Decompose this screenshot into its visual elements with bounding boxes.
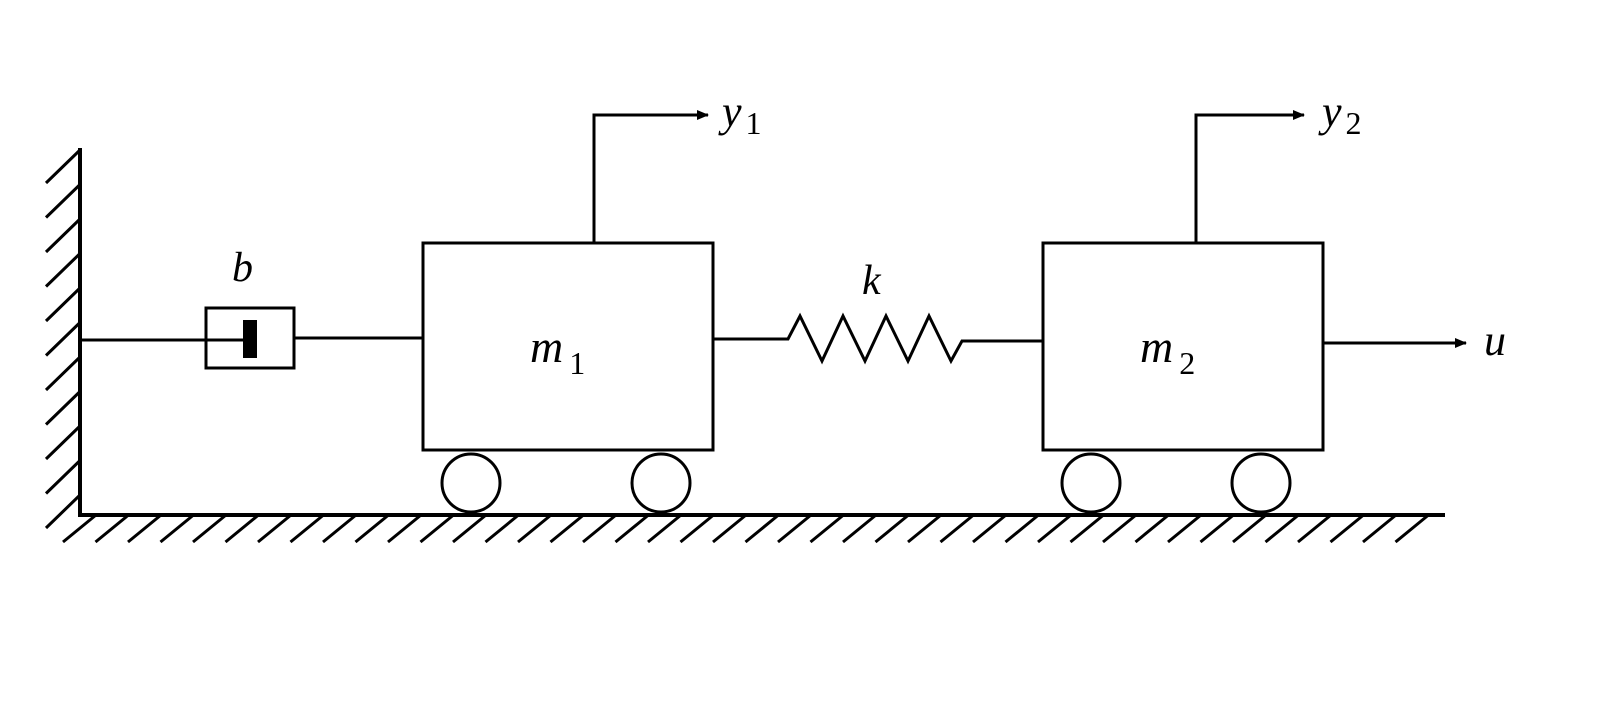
wall-hatch-line (44, 390, 82, 426)
mass-2-block (1041, 241, 1325, 452)
ground-hatch-line (484, 513, 520, 544)
ground-hatch-line (354, 513, 390, 544)
ground-hatch-line (127, 513, 162, 544)
ground-hatch-line (777, 513, 812, 544)
ground-hatch-line (842, 513, 877, 544)
mass-1-block (421, 241, 715, 452)
ground-hatch-line (387, 513, 422, 544)
ground-hatch-line (1102, 513, 1137, 544)
ground-hatch-line (62, 513, 97, 544)
ground-hatch-line (1167, 513, 1202, 544)
ground-hatch-line (939, 513, 975, 544)
ground-hatch-line (1394, 513, 1430, 544)
ground-hatch-line (1199, 513, 1235, 544)
damper-piston (243, 320, 257, 358)
ground-hatch-line (614, 513, 650, 544)
ground-hatch-line (1329, 513, 1365, 544)
ground-hatch-line (224, 513, 260, 544)
mass-1-right-wheel (630, 452, 692, 514)
mass-2-left-wheel (1060, 452, 1122, 514)
ground-hatch-line (94, 513, 130, 544)
ground-hatch-line (972, 513, 1007, 544)
ground-hatch-line (1037, 513, 1072, 544)
ground (62, 513, 1445, 544)
ground-hatch-line (1069, 513, 1105, 544)
spring-coil (713, 312, 1043, 365)
ground-hatch-line (679, 513, 715, 544)
wall-hatch-line (44, 286, 82, 323)
wall-hatching (44, 148, 82, 530)
ground-hatch-line (322, 513, 357, 544)
ground-hatch-line (289, 513, 325, 544)
ground-hatch-line (907, 513, 942, 544)
input-u-arrow: u (1323, 316, 1506, 365)
wall-hatch-line (44, 252, 82, 288)
wall-hatch-line (44, 321, 82, 357)
wall-hatch-line (44, 217, 82, 254)
ground-hatch-line (452, 513, 487, 544)
ground-hatch-line (1264, 513, 1300, 544)
mass-2-right-wheel (1230, 452, 1292, 514)
ground-hatch-line (744, 513, 780, 544)
ground-hatch-line (582, 513, 617, 544)
ground-hatch-line (1134, 513, 1170, 544)
ground-hatch-line (874, 513, 910, 544)
ground-hatch-line (1004, 513, 1040, 544)
wall-hatch-line (44, 459, 82, 495)
ground-hatch-line (1232, 513, 1267, 544)
ground-hatch-line (192, 513, 227, 544)
mass-1-left-wheel (440, 452, 502, 514)
damper-cylinder-left (204, 306, 230, 370)
wall-hatch-line (44, 183, 82, 219)
wall-hatch-line (44, 148, 82, 185)
ground-hatch-line (1297, 513, 1332, 544)
spring: k (713, 258, 1043, 365)
damper-label: b (232, 245, 253, 291)
wall-hatch-line (44, 424, 82, 461)
ground-hatch-line (549, 513, 585, 544)
ground-hatch-line (647, 513, 682, 544)
ground-hatch-line (517, 513, 552, 544)
ground-hatch-line (809, 513, 845, 544)
input-u-label: u (1484, 316, 1506, 365)
ground-hatch-line (159, 513, 195, 544)
ground-hatch-line (419, 513, 455, 544)
spring-label: k (862, 258, 882, 304)
ground-hatch-line (712, 513, 747, 544)
ground-hatch-line (1362, 513, 1397, 544)
ground-hatch-line (257, 513, 292, 544)
fixed-wall (44, 148, 82, 530)
ground-hatching (62, 513, 1430, 544)
wall-hatch-line (44, 493, 82, 530)
wall-hatch-line (44, 355, 82, 392)
damper: b (204, 245, 423, 370)
